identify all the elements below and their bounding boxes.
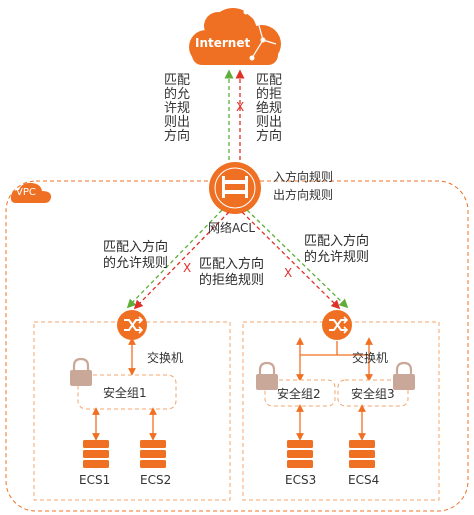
ecs1-label: ECS1 [79, 473, 111, 487]
security-group-1-label: 安全组1 [103, 386, 147, 400]
top-deny-label: 匹配的拒绝规则出方向 [255, 73, 282, 144]
internet-label: Internet [195, 36, 251, 50]
internet-cloud-icon [189, 8, 281, 65]
ecs4-server-icon [349, 440, 375, 468]
top-allow-label: 匹配的允许规则出方向 [163, 73, 190, 144]
right-lock-icon-2 [393, 361, 415, 390]
ecs1-server-icon [83, 440, 109, 468]
ecs4-label: ECS4 [348, 473, 380, 487]
left-deny-edge [133, 211, 230, 310]
right-deny-edge [241, 211, 341, 310]
ecs2-server-icon [140, 440, 166, 468]
right-switch-label: 交换机 [352, 351, 389, 365]
vpc-label: VPC [16, 187, 36, 198]
left-deny-mark: X [183, 261, 192, 275]
security-group-1-box [77, 374, 177, 410]
acl-icon [209, 162, 261, 214]
left-lock-icon [70, 357, 92, 386]
security-group-3-label: 安全组3 [351, 387, 395, 401]
security-group-3-box [337, 379, 409, 407]
acl-inbound-rule: 入方向规则 [273, 170, 334, 184]
ecs2-label: ECS2 [140, 473, 172, 487]
right-allow-label-1: 匹配入方向 [304, 234, 370, 249]
acl-label: 网络ACL [208, 221, 256, 235]
right-allow-edge [246, 209, 349, 309]
left-allow-label-1: 匹配入方向 [103, 240, 169, 255]
left-allow-edge [126, 209, 223, 309]
acl-outbound-rule: 出方向规则 [273, 188, 334, 202]
vpc-cloud-icon [10, 182, 52, 203]
right-lock-icon-1 [256, 361, 278, 390]
security-group-2-label: 安全组2 [277, 387, 321, 401]
right-allow-label-2: 的允许规则 [304, 250, 370, 265]
left-switch-label: 交换机 [147, 351, 184, 365]
right-deny-mark: X [284, 266, 293, 280]
top-deny-mark: X [236, 100, 245, 114]
center-deny-label-2: 的拒绝规则 [199, 273, 265, 288]
right-zone-container [242, 321, 440, 501]
security-group-2-box [264, 379, 336, 407]
left-allow-label-2: 的允许规则 [103, 256, 169, 271]
center-deny-label-1: 匹配入方向 [199, 257, 265, 272]
vpc-container [5, 180, 469, 512]
ecs3-label: ECS3 [285, 473, 317, 487]
ecs3-server-icon [287, 440, 313, 468]
right-switch-icon [322, 310, 352, 340]
left-switch-icon [117, 310, 147, 340]
